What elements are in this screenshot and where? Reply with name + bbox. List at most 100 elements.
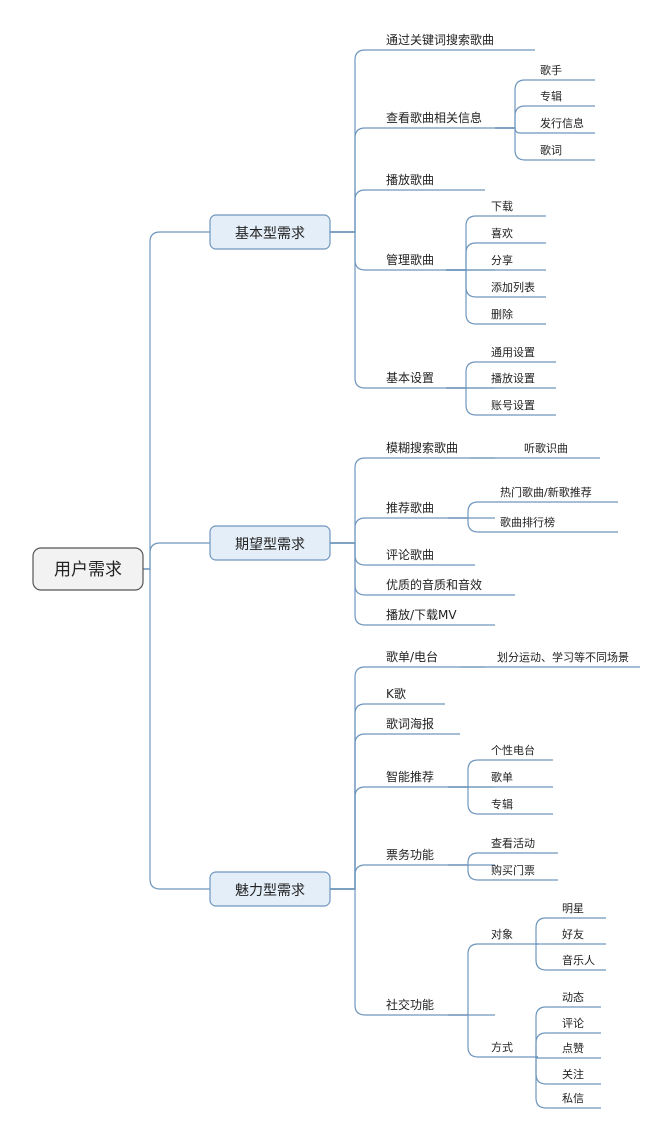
connector-line [448,852,479,866]
subtopic-购买门票: 购买门票 [491,863,535,877]
connector-line [330,49,366,233]
connector-line [330,864,366,890]
subtopic-歌词: 歌词 [540,143,562,157]
subtopic-歌手: 歌手 [540,63,562,77]
subtopic-歌曲排行榜: 歌曲排行榜 [500,515,555,529]
subtopic-对象: 对象 [491,927,513,941]
leaf-关注: 关注 [562,1067,584,1081]
connector-line [448,786,479,815]
connector-line [448,501,479,519]
subtopic-划分运动-学习等不同场景: 划分运动、学习等不同场景 [497,650,629,664]
topic-播放-下载mv: 播放/下载MV [386,607,457,622]
topic-票务功能: 票务功能 [386,847,434,862]
topic-社交功能: 社交功能 [386,997,434,1012]
connector-line [446,269,477,298]
category-node-2-label: 期望型需求 [235,537,305,553]
connector-line [448,864,479,881]
root-node-box [32,547,144,591]
subtopic-下载: 下载 [491,200,513,213]
connector-line [330,888,366,1016]
connector-line [330,542,366,596]
subtopic-喜欢: 喜欢 [491,226,513,240]
leaf-明星: 明星 [562,902,584,915]
connector-line [330,457,366,544]
subtopic-专辑: 专辑 [540,89,562,103]
leaf-动态: 动态 [562,991,584,1004]
connector-line [448,1014,479,1058]
category-node-3-box [209,871,331,907]
connector-line [330,666,366,890]
connector-lines [143,49,640,1109]
subtopic-发行信息: 发行信息 [540,116,584,130]
connector-line [446,242,477,271]
connector-line [535,1006,547,1058]
topic-优质的音质和音效: 优质的音质和音效 [386,577,482,592]
connector-line [495,127,526,161]
subtopic-通用设置: 通用设置 [491,346,535,359]
leaf-音乐人: 音乐人 [562,953,595,967]
connector-line [535,943,547,971]
connector-line [495,79,526,129]
connector-line [535,1056,547,1085]
connector-line [330,703,366,890]
connector-line [535,1032,547,1058]
connector-line [448,759,479,788]
subtopic-热门歌曲-新歌推荐: 热门歌曲/新歌推荐 [500,485,592,499]
connector-line [495,127,525,134]
topic-播放歌曲: 播放歌曲 [386,172,434,187]
topic-查看歌曲相关信息: 查看歌曲相关信息 [386,110,482,125]
topic-通过关键词搜索歌曲: 通过关键词搜索歌曲 [386,32,494,47]
connector-line [448,943,479,1016]
connector-line [448,517,479,533]
subtopic-方式: 方式 [491,1040,513,1054]
connector-line [446,361,477,389]
connector-line [495,105,526,129]
subtopic-删除: 删除 [491,307,513,321]
leaf-私信: 私信 [562,1092,584,1105]
subtopic-分享: 分享 [491,253,513,267]
topic-评论歌曲: 评论歌曲 [386,547,434,562]
topic-歌单-电台: 歌单/电台 [386,649,438,664]
connector-line [330,733,366,890]
category-node-2-box [209,525,331,561]
leaf-好友: 好友 [562,927,584,941]
subtopic-个性电台: 个性电台 [491,743,535,757]
connector-line [446,269,477,325]
connector-line [330,517,366,544]
subtopic-专辑: 专辑 [491,797,513,811]
topic-管理歌曲: 管理歌曲 [386,252,434,267]
connector-line [330,542,366,626]
subtopic-播放设置: 播放设置 [491,371,535,385]
leaf-评论: 评论 [562,1016,584,1030]
connector-line [446,215,477,271]
connector-line [143,542,210,570]
subtopic-添加列表: 添加列表 [491,280,535,294]
leaf-点赞: 点赞 [562,1042,584,1055]
topic-基本设置: 基本设置 [386,371,434,385]
topic-模糊搜索歌曲: 模糊搜索歌曲 [386,440,458,455]
topic-k歌: K歌 [386,686,406,701]
connector-line [330,127,366,233]
subtopic-歌单: 歌单 [491,770,513,784]
connector-line [330,786,366,890]
connector-line [330,231,366,389]
topic-歌词海报: 歌词海报 [386,716,434,731]
nodes-layer: 用户需求基本型需求通过关键词搜索歌曲查看歌曲相关信息歌手专辑发行信息歌词播放歌曲… [32,32,629,1105]
connector-line [330,542,366,566]
topic-推荐歌曲: 推荐歌曲 [386,500,434,515]
category-node-3-label: 魅力型需求 [235,883,305,899]
topic-智能推荐: 智能推荐 [386,769,434,784]
connector-line [143,231,210,570]
category-node-1-label: 基本型需求 [235,225,305,242]
subtopic-查看活动: 查看活动 [491,836,535,850]
connector-line [330,231,366,271]
category-node-1-box [209,214,331,250]
subtopic-听歌识曲: 听歌识曲 [524,441,568,455]
connector-line [330,189,366,233]
connector-line [446,387,477,416]
connector-line [535,1056,547,1109]
connector-line [535,917,547,945]
subtopic-账号设置: 账号设置 [491,399,535,412]
connector-line [143,568,210,890]
